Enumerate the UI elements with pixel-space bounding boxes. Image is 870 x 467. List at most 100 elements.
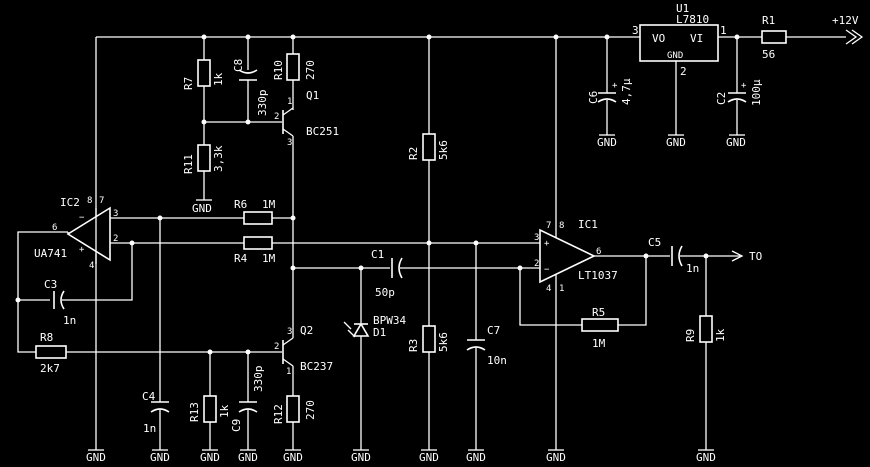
gnd-10: GND xyxy=(696,451,716,464)
svg-text:3: 3 xyxy=(113,209,118,219)
q1-part: BC251 xyxy=(306,125,339,138)
svg-text:−: − xyxy=(544,265,550,275)
svg-text:+: + xyxy=(741,81,747,91)
c1-value: 50p xyxy=(375,286,395,299)
r7-label: R7 xyxy=(182,77,195,90)
u1-part: L7810 xyxy=(676,13,709,26)
ic1-label: IC1 xyxy=(578,218,598,231)
resistor-r11: R11 3,3k GND xyxy=(182,144,225,215)
c6-value: 4,7µ xyxy=(620,78,633,105)
r13-label: R13 xyxy=(188,402,201,422)
r12-label: R12 xyxy=(272,404,285,424)
q1-label: Q1 xyxy=(306,89,319,102)
u1-label: U1 xyxy=(676,2,689,15)
gnd-u1: GND xyxy=(666,136,686,149)
r7-value: 1k xyxy=(212,72,225,86)
gnd-7: GND xyxy=(419,451,439,464)
r1-value: 56 xyxy=(762,48,775,61)
svg-text:+: + xyxy=(79,245,85,255)
svg-text:3: 3 xyxy=(287,327,292,337)
gnd-6: GND xyxy=(351,451,371,464)
svg-text:6: 6 xyxy=(596,247,601,257)
capacitor-c2: + C2 100µ GND xyxy=(715,37,763,149)
ic2-part: UA741 xyxy=(34,247,67,260)
opamp-ic2: − + IC2 UA741 3 2 6 4 8 7 xyxy=(34,196,160,271)
resistor-r1: R1 56 +12V xyxy=(761,14,859,61)
gnd-2: GND xyxy=(150,451,170,464)
regulator-u1: U1 L7810 VO VI GND 3 1 2 GND xyxy=(632,2,727,149)
c8-value: 330p xyxy=(256,90,269,117)
svg-text:3: 3 xyxy=(534,233,539,243)
gnd-c6: GND xyxy=(597,136,617,149)
c2-label: C2 xyxy=(715,92,728,105)
u1-pin2: 2 xyxy=(680,65,687,78)
u1-pin3: 3 xyxy=(632,24,639,37)
transistor-q2: Q2 BC237 3 2 1 xyxy=(274,324,333,396)
c4-label: C4 xyxy=(142,390,156,403)
r10-value: 270 xyxy=(304,60,317,80)
r8-value: 2k7 xyxy=(40,362,60,375)
c5-label: C5 xyxy=(648,236,661,249)
c9-value: 330p xyxy=(252,366,265,393)
resistor-r4: R4 1M xyxy=(129,236,540,265)
svg-text:2: 2 xyxy=(274,112,279,122)
u1-pin1: 1 xyxy=(720,24,727,37)
capacitor-c4: C4 1n xyxy=(142,218,170,450)
gnd-4: GND xyxy=(238,451,258,464)
q2-part: BC237 xyxy=(300,360,333,373)
d1-label: D1 xyxy=(373,326,386,339)
r11-label: R11 xyxy=(182,154,195,174)
svg-text:3: 3 xyxy=(287,138,292,148)
svg-text:8: 8 xyxy=(559,221,564,231)
r8-label: R8 xyxy=(40,331,53,344)
svg-text:1: 1 xyxy=(559,284,564,294)
svg-text:+: + xyxy=(612,81,618,91)
c3-value: 1n xyxy=(63,314,76,327)
svg-text:+: + xyxy=(544,239,550,249)
svg-text:2: 2 xyxy=(113,234,118,244)
r13-value: 1k xyxy=(218,404,231,418)
u1-gnd: GND xyxy=(667,51,683,61)
capacitor-c9: C9 330p xyxy=(230,352,265,450)
svg-text:2: 2 xyxy=(534,259,539,269)
resistor-r9: R9 1k xyxy=(684,256,727,450)
c1-label: C1 xyxy=(371,248,384,261)
r12-value: 270 xyxy=(304,400,317,420)
r2-value: 5k6 xyxy=(437,140,450,160)
c4-value: 1n xyxy=(143,422,156,435)
u1-vo: VO xyxy=(652,32,665,45)
capacitor-c7: C7 10n xyxy=(466,243,507,450)
d1-part: BPW34 xyxy=(373,314,406,327)
r9-value: 1k xyxy=(714,328,727,342)
svg-text:7: 7 xyxy=(546,221,551,231)
capacitor-c8: C8 330p xyxy=(232,37,269,125)
gnd-c2: GND xyxy=(726,136,746,149)
svg-text:1: 1 xyxy=(286,367,291,377)
r1-label: R1 xyxy=(762,14,775,27)
r10-label: R10 xyxy=(272,60,285,80)
c8-label: C8 xyxy=(232,59,245,72)
resistor-r3: R3 5k6 xyxy=(407,325,450,450)
gnd-1: GND xyxy=(86,451,106,464)
q2-label: Q2 xyxy=(300,324,313,337)
ic2-label: IC2 xyxy=(60,196,80,209)
output-label: TO xyxy=(749,250,762,263)
c7-value: 10n xyxy=(487,354,507,367)
resistor-r12: R12 270 xyxy=(272,395,317,450)
ground-symbols: GND GND GND GND GND GND GND GND GND GND xyxy=(86,449,716,464)
svg-text:2: 2 xyxy=(274,342,279,352)
u1-vi: VI xyxy=(690,32,703,45)
resistor-r10: R10 270 xyxy=(272,37,317,110)
c2-value: 100µ xyxy=(750,79,763,106)
gnd-r11: GND xyxy=(192,202,212,215)
r3-label: R3 xyxy=(407,339,420,352)
resistor-r7: R7 1k xyxy=(182,37,225,145)
r4-value: 1M xyxy=(262,252,276,265)
opamp-ic1: + − IC1 LT1037 3 2 6 7 8 4 1 xyxy=(534,37,618,450)
resistor-r8: R8 2k7 xyxy=(35,331,282,375)
capacitor-c1: C1 50p xyxy=(371,240,540,299)
resistor-r5: R5 1M xyxy=(581,253,649,350)
svg-text:4: 4 xyxy=(89,261,94,271)
c3-label: C3 xyxy=(44,278,57,291)
